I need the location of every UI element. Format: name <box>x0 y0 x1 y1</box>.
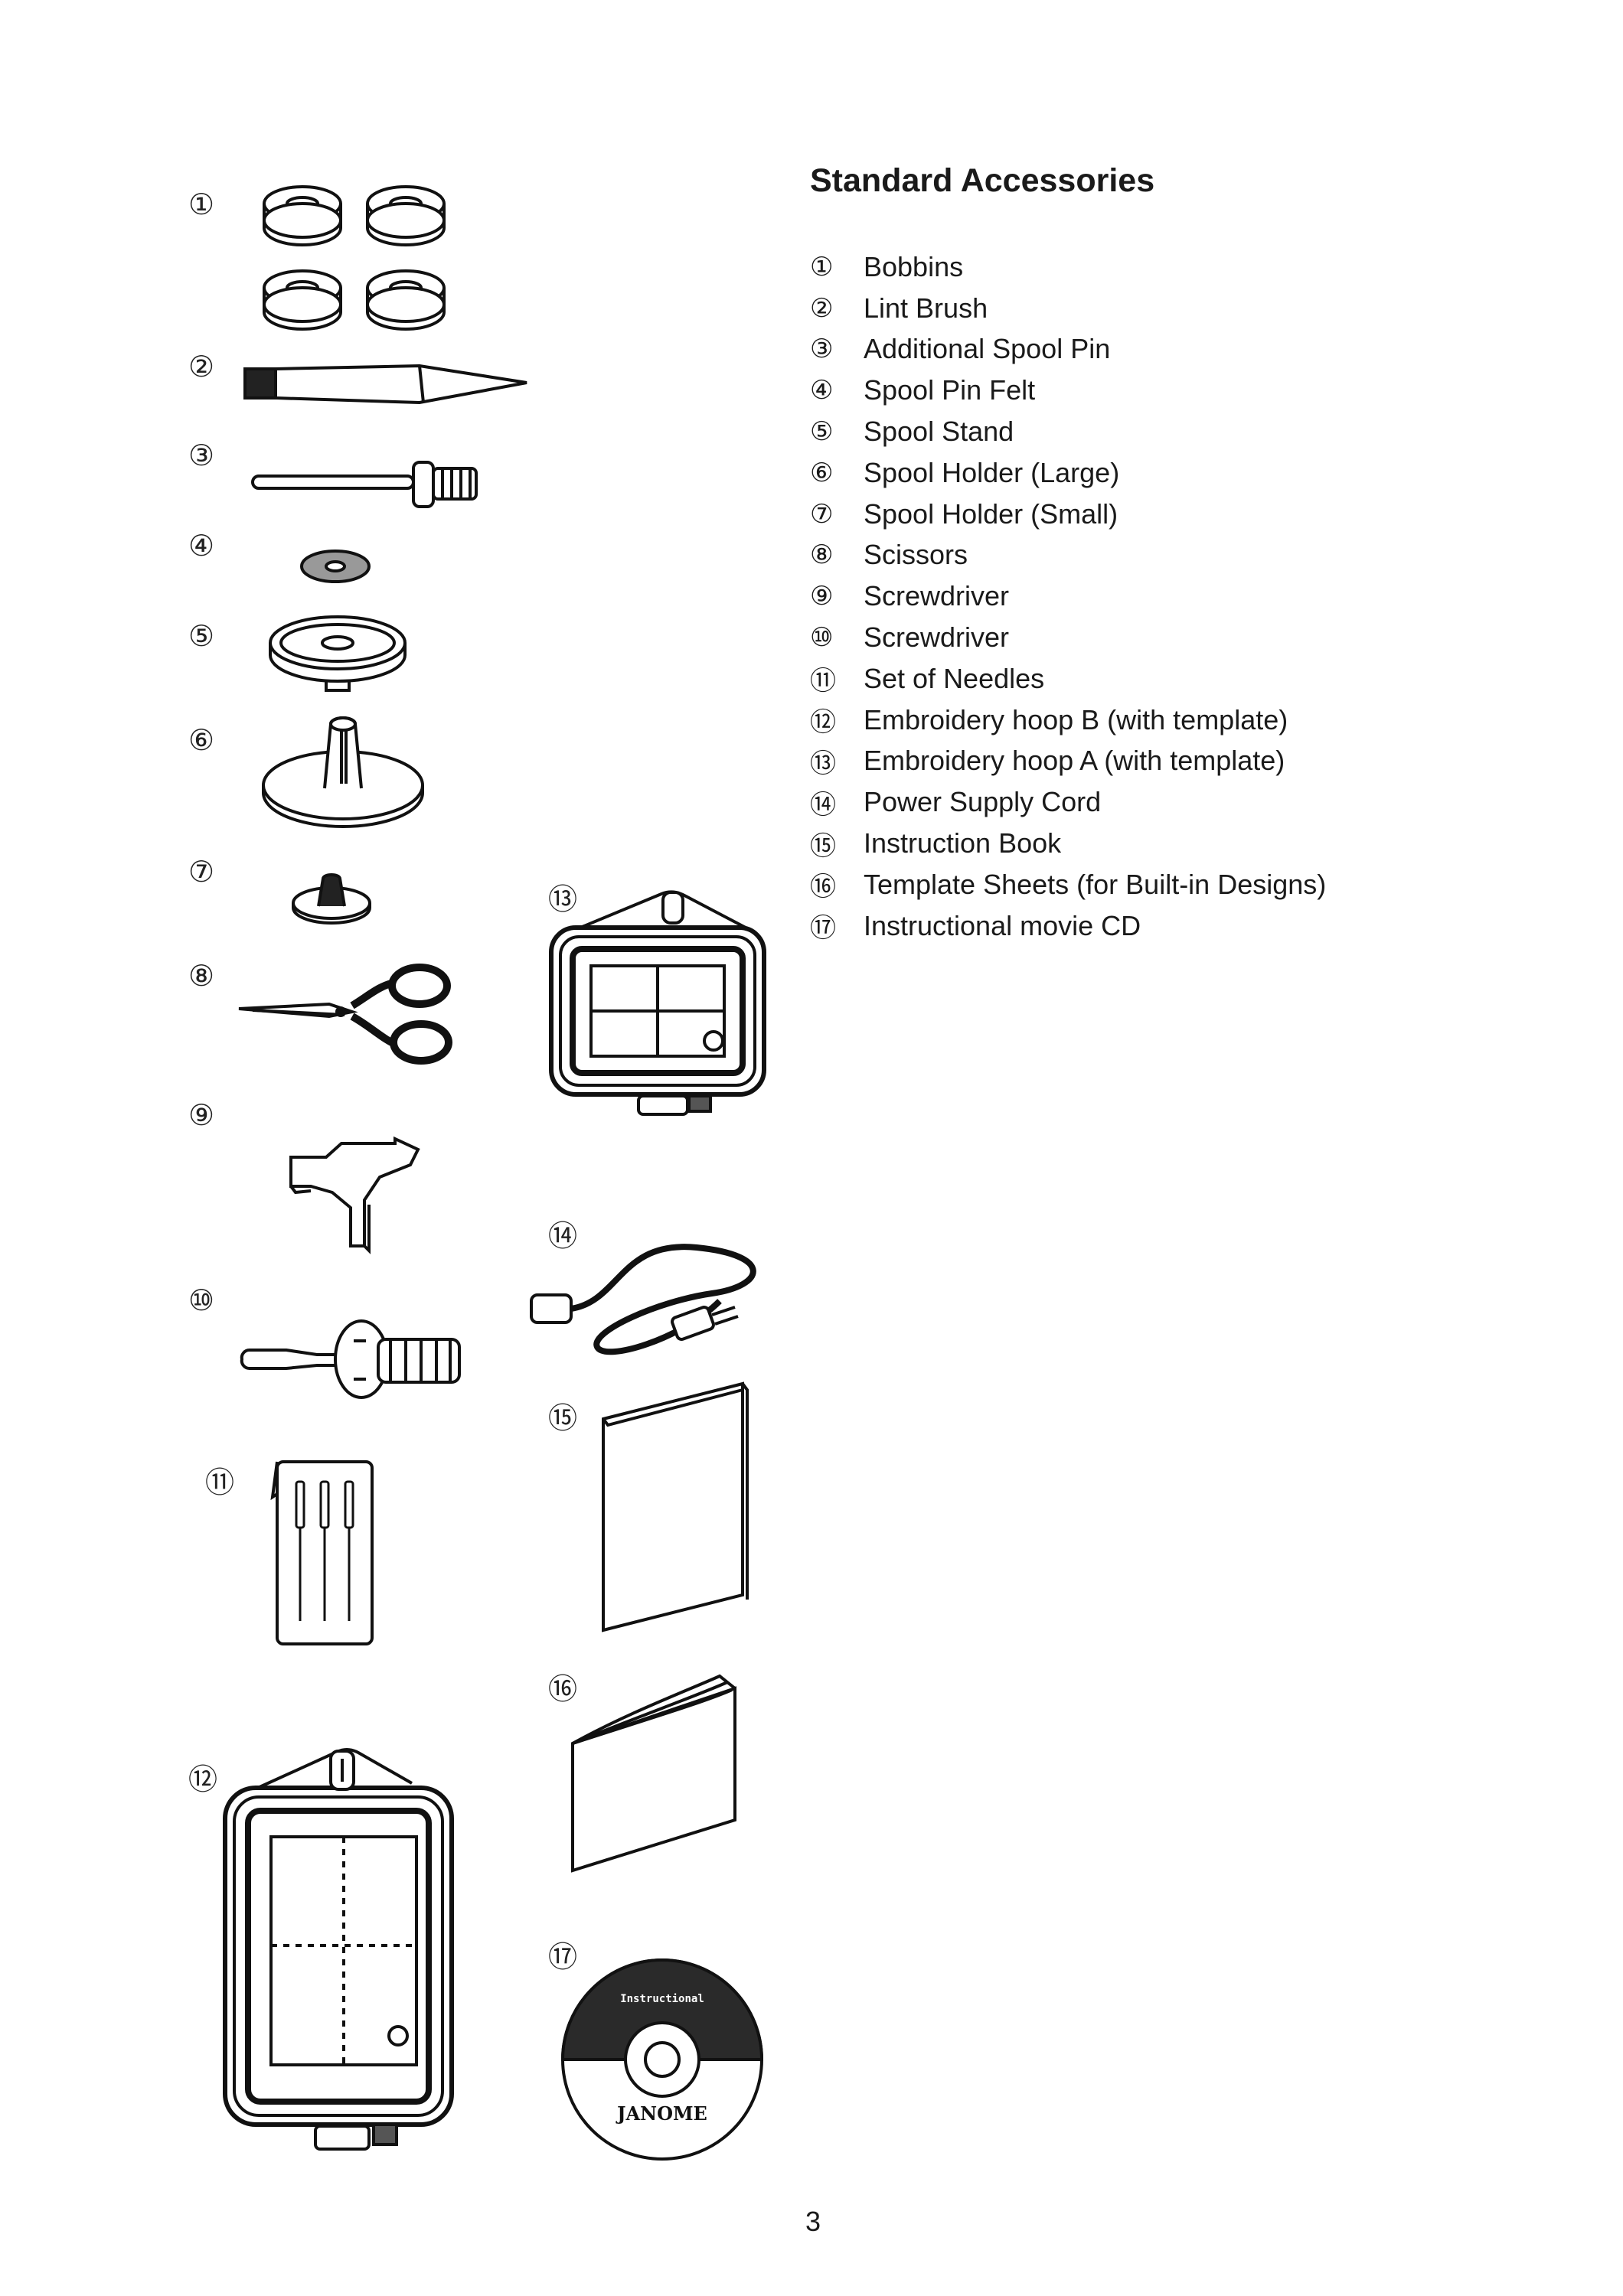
callout-6: ⑥ <box>188 723 215 757</box>
callout-7: ⑦ <box>188 855 215 889</box>
list-item: ⑰ Instructional movie CD <box>810 905 1326 947</box>
list-item-number: ⑩ <box>810 622 834 654</box>
callout-10: ⑩ <box>188 1283 215 1317</box>
callout-3: ③ <box>188 439 215 472</box>
embroidery-hoop-b-illustration <box>220 1737 458 2158</box>
list-item-label: Spool Holder (Small) <box>864 497 1118 530</box>
callout-12: ⑫ <box>188 1763 218 1796</box>
list-item-label: Embroidery hoop A (with template) <box>864 745 1285 777</box>
callout-17: ⑰ <box>548 1940 578 1974</box>
callout-11: ⑪ <box>205 1466 235 1499</box>
callout-5: ⑤ <box>188 619 215 653</box>
accessories-list: ① Bobbins ② Lint Brush ③ Additional Spool P… <box>810 246 1326 947</box>
list-item-number: ⑦ <box>810 498 834 530</box>
scissors-illustration <box>237 966 452 1065</box>
list-item: ⑬ Embroidery hoop A (with template) <box>810 741 1326 782</box>
embroidery-hoop-a-illustration <box>547 889 769 1119</box>
list-item-number: ⑭ <box>810 789 836 820</box>
cd-brand-label: JANOME <box>616 2102 707 2125</box>
list-item-label: Embroidery hoop B (with template) <box>864 703 1288 735</box>
callout-9: ⑨ <box>188 1098 215 1132</box>
cd-label-top: Instructional <box>620 1993 704 2005</box>
list-item-number: ⑫ <box>810 707 836 739</box>
template-sheets-illustration <box>567 1667 743 1874</box>
spool-holder-large-illustration <box>259 709 427 831</box>
list-item-label: Set of Needles <box>864 662 1045 694</box>
lint-brush-illustration <box>243 358 527 412</box>
list-item: ⑥ Spool Holder (Large) <box>810 452 1326 494</box>
instructional-cd-illustration: Instructional JANOME <box>559 1956 766 2163</box>
list-item-label: Scissors <box>864 539 968 571</box>
callout-15: ⑮ <box>548 1401 578 1435</box>
page-number: 3 <box>805 2206 821 2237</box>
bobbins-illustration <box>260 181 459 334</box>
page-title: Standard Accessories <box>810 162 1155 199</box>
list-item: ⑯ Template Sheets (for Built-in Designs) <box>810 864 1326 905</box>
list-item: ③ Additional Spool Pin <box>810 329 1326 370</box>
list-item-number: ⑰ <box>810 913 836 944</box>
screwdriver-flat-illustration <box>288 1131 426 1254</box>
list-item: ④ Spool Pin Felt <box>810 370 1326 411</box>
list-item: ⑩ Screwdriver <box>810 617 1326 658</box>
list-item-number: ⑨ <box>810 581 834 612</box>
list-item-label: Template Sheets (for Built-in Designs) <box>864 868 1327 900</box>
callout-1: ① <box>188 188 215 221</box>
list-item: ⑦ Spool Holder (Small) <box>810 494 1326 535</box>
list-item-number: ⑧ <box>810 540 834 571</box>
spool-holder-small-illustration <box>289 869 374 923</box>
list-item-number: ⑥ <box>810 457 834 488</box>
list-item-number: ④ <box>810 375 834 406</box>
list-item-label: Instruction Book <box>864 827 1062 859</box>
list-item-label: Spool Pin Felt <box>864 374 1036 406</box>
list-item: ⑫ Embroidery hoop B (with template) <box>810 700 1326 741</box>
callout-8: ⑧ <box>188 959 215 993</box>
list-item: ⑮ Instruction Book <box>810 823 1326 864</box>
list-item-label: Lint Brush <box>864 292 988 324</box>
list-item: ⑧ Scissors <box>810 535 1326 576</box>
callout-2: ② <box>188 350 215 383</box>
list-item: ① Bobbins <box>810 246 1326 288</box>
power-cord-illustration <box>528 1225 773 1355</box>
list-item: ⑪ Set of Needles <box>810 658 1326 700</box>
list-item-number: ⑬ <box>810 748 836 779</box>
list-item-number: ③ <box>810 334 834 365</box>
spool-pin-illustration <box>251 458 481 510</box>
list-item-number: ⑪ <box>810 666 836 697</box>
list-item-number: ⑤ <box>810 416 834 448</box>
callout-16: ⑯ <box>548 1672 578 1706</box>
screwdriver-illustration <box>240 1313 462 1405</box>
list-item: ② Lint Brush <box>810 288 1326 329</box>
list-item-label: Spool Stand <box>864 416 1014 448</box>
list-item: ⑨ Screwdriver <box>810 576 1326 617</box>
list-item-label: Power Supply Cord <box>864 786 1102 818</box>
list-item-label: Instructional movie CD <box>864 909 1141 941</box>
callout-13: ⑬ <box>548 882 578 916</box>
callout-14: ⑭ <box>548 1219 578 1253</box>
list-item-label: Additional Spool Pin <box>864 333 1111 365</box>
list-item: ⑭ Power Supply Cord <box>810 781 1326 823</box>
instruction-book-illustration <box>597 1381 750 1633</box>
needles-illustration <box>271 1459 378 1647</box>
callout-4: ④ <box>188 529 215 563</box>
list-item-label: Screwdriver <box>864 621 1010 654</box>
list-item-number: ① <box>810 251 834 282</box>
list-item-label: Bobbins <box>864 250 964 282</box>
list-item-number: ⑯ <box>810 872 836 903</box>
list-item-label: Spool Holder (Large) <box>864 456 1120 488</box>
list-item-number: ⑮ <box>810 830 836 862</box>
list-item-label: Screwdriver <box>864 580 1010 612</box>
spool-pin-felt-illustration <box>297 543 374 589</box>
spool-stand-illustration <box>265 612 410 696</box>
list-item: ⑤ Spool Stand <box>810 411 1326 452</box>
list-item-number: ② <box>810 292 834 324</box>
